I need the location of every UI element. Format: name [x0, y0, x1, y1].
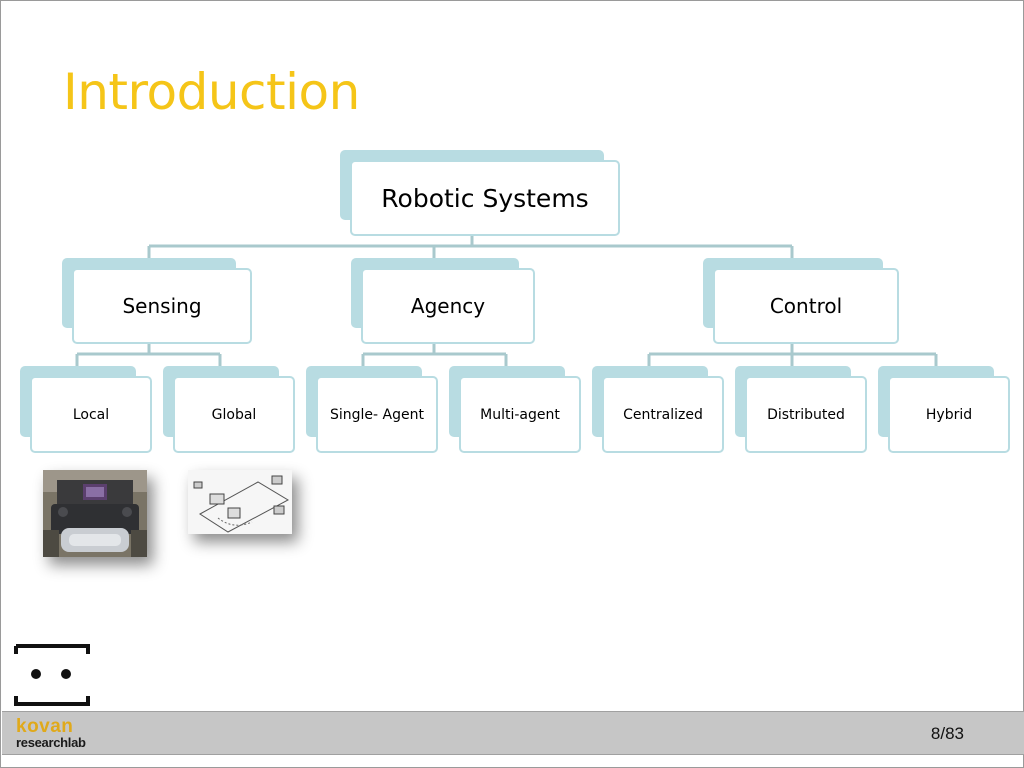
leaf-node-multi-agent: Multi-agent	[449, 366, 581, 453]
category-label: Control	[769, 294, 843, 318]
leaf-label: Single- Agent	[330, 406, 424, 423]
leaf-node-local: Local	[20, 366, 152, 453]
logo-word-kovan: kovan	[16, 716, 74, 737]
category-label: Agency	[410, 294, 486, 318]
category-node-agency: Agency	[351, 258, 535, 344]
robot-face-icon	[14, 644, 90, 706]
leaf-node-centralized: Centralized	[592, 366, 724, 453]
leaf-node-single-agent: Single- Agent	[306, 366, 438, 453]
robot-photo	[43, 470, 147, 557]
global-sensing-illustration	[188, 470, 292, 534]
page-number: 8/83	[930, 724, 964, 743]
slide-title: Introduction	[63, 63, 360, 121]
root-node-label: Robotic Systems	[381, 183, 589, 213]
leaf-label: Local	[72, 406, 110, 423]
leaf-node-distributed: Distributed	[735, 366, 867, 453]
leaf-label: Centralized	[623, 406, 703, 423]
category-node-sensing: Sensing	[62, 258, 252, 344]
leaf-node-global: Global	[163, 366, 295, 453]
leaf-label: Multi-agent	[480, 406, 560, 423]
category-node-control: Control	[703, 258, 899, 344]
footer-bar: kovan researchlab 8/83	[2, 711, 1024, 755]
leaf-label: Hybrid	[925, 406, 973, 423]
leaf-node-hybrid: Hybrid	[878, 366, 1010, 453]
leaf-label: Distributed	[767, 406, 845, 423]
root-node: Robotic Systems	[340, 150, 620, 236]
category-label: Sensing	[122, 294, 202, 318]
leaf-label: Global	[211, 406, 257, 423]
logo-word-researchlab: researchlab	[16, 735, 86, 750]
